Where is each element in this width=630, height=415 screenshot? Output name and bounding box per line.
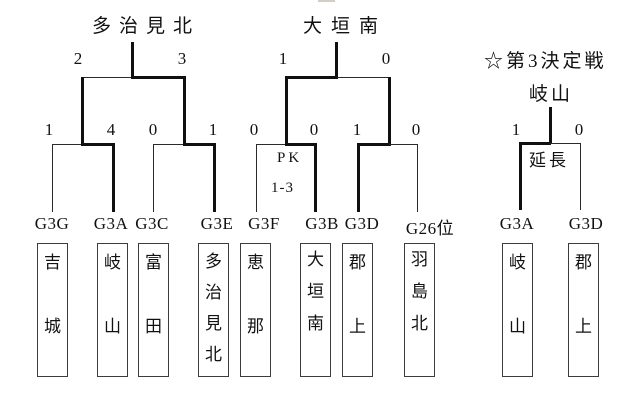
team-name-char: 恵 <box>247 253 264 272</box>
team-label: G3B <box>305 214 339 233</box>
third-place-connector-thin <box>550 143 581 144</box>
team-name-char: 見 <box>205 314 222 333</box>
qf2-score-left: 0 <box>148 120 158 139</box>
qf1-branch-right <box>112 143 115 212</box>
third-place-connector-thick <box>519 142 551 145</box>
third-place-extra-time-note: 延長 <box>529 151 569 170</box>
team-label: G3D <box>344 214 380 233</box>
team-label: G26位 <box>405 219 455 238</box>
sf-right-winner-line <box>335 42 338 78</box>
sf-right-score-right: 0 <box>381 49 391 68</box>
qf3-connector-thick <box>285 143 317 146</box>
qf4-score-right: 0 <box>411 120 421 139</box>
sf-left-score-right: 3 <box>177 49 187 68</box>
sf-left-branch-left <box>81 77 84 145</box>
team-label: G3F <box>248 214 280 233</box>
qf1-score-left: 1 <box>44 120 54 139</box>
third-place-winner-name: 岐山 <box>529 84 574 105</box>
qf3-branch-left <box>256 144 257 212</box>
qf4-connector-thin <box>389 144 418 145</box>
qf2-branch-right <box>213 143 216 212</box>
qf4-score-left: 1 <box>352 120 362 139</box>
team-box: 郡 上 <box>342 243 373 377</box>
team-name-char: 城 <box>44 317 61 336</box>
qf2-branch-left <box>153 144 154 212</box>
third-place-score-left: 1 <box>511 120 521 139</box>
sf-left-branch-right <box>183 77 186 145</box>
qf1-score-right: 4 <box>106 120 116 139</box>
team-box: 大 垣 南 <box>300 243 331 377</box>
team-box: 吉 城 <box>37 243 68 377</box>
qf2-score-right: 1 <box>208 120 218 139</box>
sf-right-connector-thin <box>337 77 390 78</box>
qf3-connector-thin <box>256 144 287 145</box>
qf3-branch-right <box>314 143 317 212</box>
team-name-char: 郡 <box>575 253 592 272</box>
team-box: 富 田 <box>138 243 169 377</box>
third-place-branch-left <box>519 142 522 210</box>
team-name-char: 上 <box>575 317 592 336</box>
team-name-char: 北 <box>205 345 222 364</box>
qf4-connector-thick <box>357 143 391 146</box>
team-name-char: 山 <box>509 317 526 336</box>
team-label: G3A <box>499 214 535 233</box>
sf-right-connector-thick <box>285 76 338 79</box>
sf-right-score-left: 1 <box>278 49 288 68</box>
team-box: 多 治 見 北 <box>198 243 229 377</box>
qf1-branch-left <box>52 144 53 212</box>
team-label: G3E <box>200 214 234 233</box>
team-name-char: 吉 <box>44 253 61 272</box>
third-place-score-right: 0 <box>574 120 584 139</box>
team-name-char: 多 <box>205 252 222 271</box>
team-name-char: 大 <box>307 250 324 269</box>
team-name-char: 羽 <box>411 250 428 269</box>
team-name-char: 島 <box>411 282 428 301</box>
sf-left-winner-name: 多治見北 <box>92 16 201 37</box>
qf1-connector-thin <box>52 144 83 145</box>
team-name-char: 治 <box>205 283 222 302</box>
team-box: 岐 山 <box>97 243 128 377</box>
qf2-connector-thick <box>183 143 216 146</box>
team-label: G3C <box>135 214 169 233</box>
qf3-score-left: 0 <box>249 120 259 139</box>
team-box: 郡 上 <box>568 243 599 377</box>
sf-right-branch-right <box>388 77 391 145</box>
team-name-char: 富 <box>145 253 162 272</box>
sf-right-winner-name: 大垣南 <box>303 16 388 37</box>
qf4-branch-right <box>417 144 418 212</box>
team-name-char: 北 <box>411 314 428 333</box>
team-label: G3A <box>93 214 129 233</box>
team-name-char: 田 <box>145 317 162 336</box>
team-name-char: 岐 <box>509 253 526 272</box>
sf-right-branch-left <box>285 77 288 145</box>
team-box: 羽 島 北 <box>404 243 435 377</box>
third-place-winner-line <box>549 107 552 144</box>
qf3-pk-score: 1-3 <box>271 180 294 196</box>
team-box: 岐 山 <box>502 243 533 377</box>
team-name-char: 南 <box>307 314 324 333</box>
qf2-connector-thin <box>153 144 184 145</box>
team-label: G3D <box>568 214 604 233</box>
sf-left-connector-thick <box>131 76 186 79</box>
sf-left-winner-line <box>131 42 134 78</box>
third-place-heading: ☆第3決定戦 <box>484 51 607 72</box>
team-name-char: 垣 <box>307 282 324 301</box>
team-name-char: 上 <box>349 317 366 336</box>
sf-left-connector-thin <box>81 77 133 78</box>
team-name-char: 岐 <box>104 253 121 272</box>
qf1-connector-thick <box>81 143 115 146</box>
sf-left-score-left: 2 <box>73 49 83 68</box>
final-connector-faint <box>318 0 335 2</box>
qf3-score-right: 0 <box>309 120 319 139</box>
team-box: 恵 那 <box>240 243 271 377</box>
team-label: G3G <box>34 214 70 233</box>
third-place-branch-right <box>580 143 581 210</box>
team-name-char: 郡 <box>349 253 366 272</box>
team-name-char: 山 <box>104 317 121 336</box>
team-name-char: 那 <box>247 317 264 336</box>
qf4-branch-left <box>357 143 360 212</box>
qf3-pk-note: PK <box>277 150 303 166</box>
